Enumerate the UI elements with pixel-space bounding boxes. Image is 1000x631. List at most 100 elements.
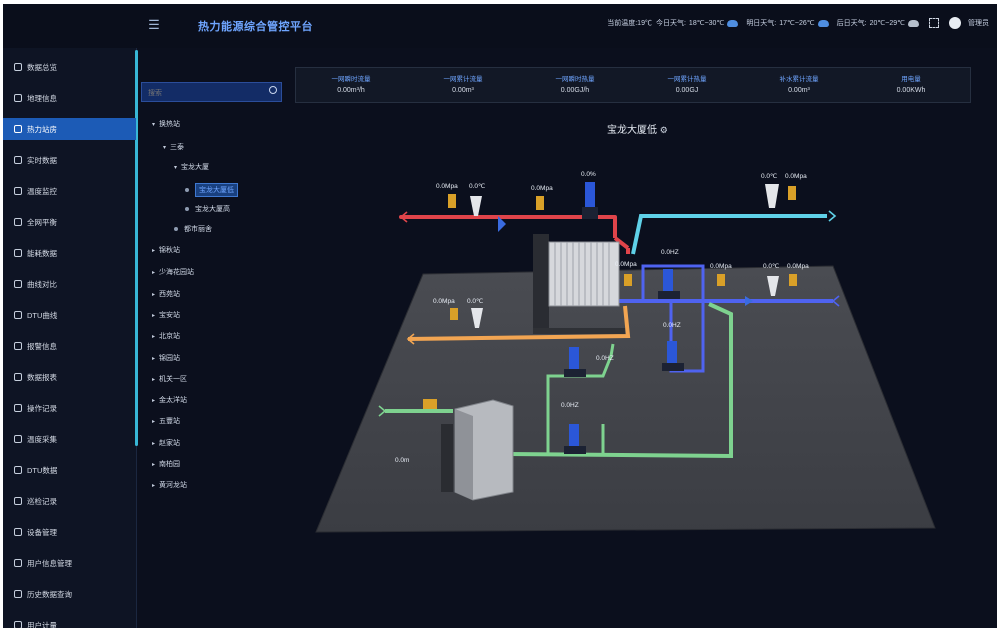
tree-node[interactable]: ▸黄河龙站 — [152, 480, 187, 490]
nav-item-18[interactable]: 用户计量 — [3, 614, 136, 628]
tree-node[interactable]: ▸西苑站 — [152, 289, 180, 299]
tree-node-label: 宝安站 — [159, 312, 180, 319]
tree-node[interactable]: ▸南柏园 — [152, 459, 180, 469]
nav-label: 全网平衡 — [27, 217, 57, 227]
user-name[interactable]: 管理员 — [968, 20, 989, 27]
hx-pressure-label: 0.0Mpa — [615, 261, 637, 268]
nav-label: 温度采集 — [27, 434, 57, 444]
stat-primary-total-flow: 一网累计流量 0.00m³ — [408, 73, 518, 94]
app-title: 热力能源综合管控平台 — [198, 21, 313, 33]
tree-node[interactable]: 宝龙大厦低 — [185, 183, 238, 197]
tree-node[interactable]: ▸五豐站 — [152, 416, 180, 426]
settings-icon[interactable]: ⚙ — [659, 125, 668, 135]
nav-item-4[interactable]: 温度监控 — [3, 180, 136, 202]
nav-label: 数据总览 — [27, 62, 57, 72]
tree-node-label: 锦园站 — [159, 355, 180, 362]
caret-icon[interactable]: ▸ — [152, 482, 156, 489]
return-pressure-label: 0.0Mpa — [531, 185, 553, 192]
nav-item-17[interactable]: 历史数据查询 — [3, 583, 136, 605]
cloud-icon — [727, 19, 739, 27]
nav-item-2[interactable]: 热力站房 — [3, 118, 136, 140]
caret-icon[interactable]: ▸ — [152, 247, 156, 254]
tree-node-label: 锦秋站 — [159, 247, 180, 254]
caret-icon[interactable]: ▸ — [152, 312, 156, 319]
tree-node[interactable]: ▸赵家站 — [152, 438, 180, 448]
tree-node[interactable]: ▸北京站 — [152, 331, 180, 341]
nav-item-13[interactable]: DTU数据 — [3, 459, 136, 481]
dtu-curve-icon — [14, 311, 22, 319]
stat-primary-instant-flow: 一网瞬时流量 0.00m³/h — [296, 73, 406, 94]
stat-label: 一网瞬时流量 — [331, 76, 371, 83]
tree-node[interactable]: ▸金太洋站 — [152, 395, 187, 405]
tree-node[interactable]: ▾换热站 — [152, 119, 180, 129]
nav-item-8[interactable]: DTU曲线 — [3, 304, 136, 326]
nav-item-11[interactable]: 操作记录 — [3, 397, 136, 419]
water-tank — [441, 399, 514, 501]
nav-label: 设备管理 — [27, 527, 57, 537]
nav-item-5[interactable]: 全网平衡 — [3, 211, 136, 233]
alarm-icon — [14, 342, 22, 350]
tree-node[interactable]: ▸少海花园站 — [152, 267, 194, 277]
meter-icon — [14, 621, 22, 628]
caret-icon[interactable]: ▸ — [152, 440, 156, 447]
tree-node[interactable]: ▸机关一区 — [152, 374, 187, 384]
tomorrow-label: 明日天气: — [746, 20, 777, 27]
caret-icon[interactable]: ▸ — [152, 397, 156, 404]
caret-icon[interactable]: ▸ — [152, 269, 156, 276]
caret-icon[interactable]: ▾ — [163, 144, 167, 151]
after-range: 20℃~29℃ — [869, 20, 905, 27]
tree-node-label: 宝龙大厦低 — [195, 183, 238, 197]
caret-icon[interactable]: ▾ — [174, 164, 178, 171]
nav-item-14[interactable]: 巡检记录 — [3, 490, 136, 512]
nav-item-10[interactable]: 数据报表 — [3, 366, 136, 388]
nav-item-3[interactable]: 实时数据 — [3, 149, 136, 171]
fullscreen-icon[interactable] — [929, 18, 939, 28]
tree-node-label: 五豐站 — [159, 418, 180, 425]
search-input[interactable] — [146, 86, 260, 100]
tomorrow-range: 17℃~26℃ — [779, 20, 815, 27]
search-box — [141, 82, 282, 102]
scene-title-text: 宝龙大厦低 — [607, 125, 657, 136]
caret-icon[interactable]: ▸ — [152, 461, 156, 468]
dtu-data-icon — [14, 466, 22, 474]
nav-item-16[interactable]: 用户信息管理 — [3, 552, 136, 574]
caret-icon[interactable]: ▸ — [152, 333, 156, 340]
nav-item-12[interactable]: 温度采集 — [3, 428, 136, 450]
heat-exchanger — [533, 234, 625, 334]
cloudy-icon — [908, 19, 919, 27]
makeup1-freq-label: 0.0HZ — [596, 355, 614, 362]
caret-icon[interactable]: ▸ — [152, 291, 156, 298]
caret-icon[interactable]: ▸ — [152, 376, 156, 383]
tree-node-label: 西苑站 — [159, 291, 180, 298]
caret-icon[interactable]: ▾ — [152, 121, 156, 128]
tree-node[interactable]: 都市丽舍 — [174, 224, 212, 234]
tree-node[interactable]: ▸锦秋站 — [152, 245, 180, 255]
caret-icon[interactable]: ▸ — [152, 355, 156, 362]
menu-toggle-icon[interactable]: ☰ — [148, 17, 160, 32]
tree-node[interactable]: ▸锦园站 — [152, 353, 180, 363]
nav-item-6[interactable]: 能耗数据 — [3, 242, 136, 264]
search-icon[interactable] — [269, 86, 277, 94]
nav-item-7[interactable]: 曲线对比 — [3, 273, 136, 295]
nav-item-0[interactable]: 数据总览 — [3, 56, 136, 78]
tree-node[interactable]: 宝龙大厦高 — [185, 204, 230, 214]
supply-temp-label: 0.0℃ — [469, 183, 486, 190]
tree-node[interactable]: ▾宝龙大厦 — [174, 162, 209, 172]
valve-percent-label: 0.0% — [581, 171, 596, 178]
sidebar-scrollbar[interactable] — [135, 50, 138, 446]
tank-level-label: 0.0m — [395, 457, 409, 464]
sec-out-temp-label: 0.0℃ — [761, 173, 778, 180]
nav-item-9[interactable]: 报警信息 — [3, 335, 136, 357]
user-avatar-icon[interactable] — [949, 17, 961, 29]
nav-label: 数据报表 — [27, 372, 57, 382]
tree-node[interactable]: ▸宝安站 — [152, 310, 180, 320]
tree-node-label: 南柏园 — [159, 461, 180, 468]
report-icon — [14, 373, 22, 381]
nav-item-15[interactable]: 设备管理 — [3, 521, 136, 543]
tree-node[interactable]: ▾三泰 — [163, 142, 184, 152]
caret-icon[interactable]: ▸ — [152, 418, 156, 425]
location-icon — [14, 218, 22, 226]
stat-value: 0.00KWh — [896, 87, 926, 94]
stat-label: 补水累计流量 — [779, 76, 819, 83]
nav-item-1[interactable]: 地理信息 — [3, 87, 136, 109]
